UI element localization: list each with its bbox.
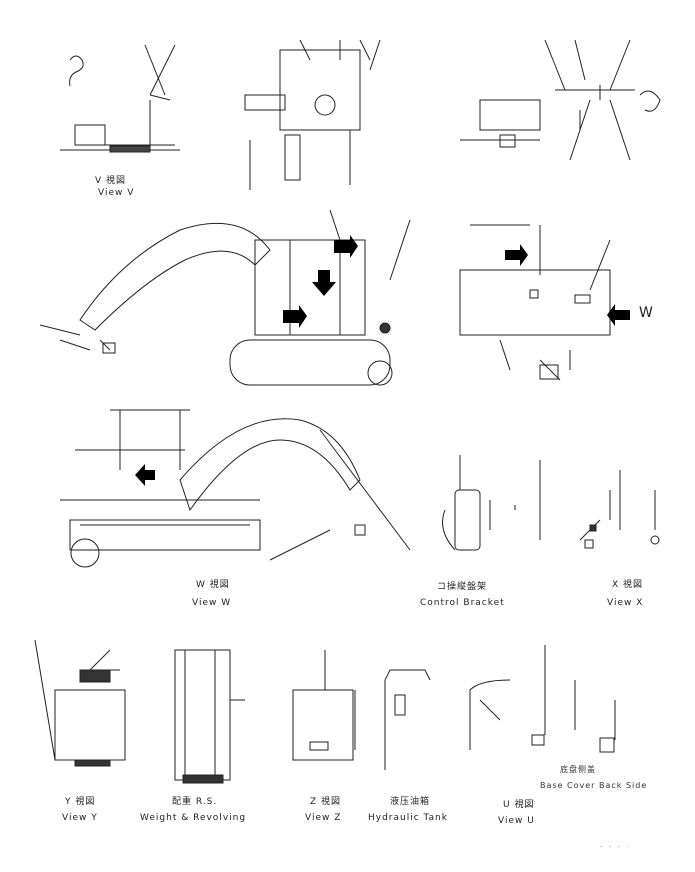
control-bracket-label-en: Control Bracket	[420, 598, 505, 608]
base-cover-label-en: Base Cover Back Side	[540, 781, 648, 790]
cab-top-drawing	[244, 39, 381, 190]
view-u-drawing	[469, 645, 616, 753]
view-y-label-en: View Y	[62, 813, 98, 823]
machine-top-right-drawing	[460, 39, 661, 161]
view-z-drawing	[292, 650, 356, 761]
view-y-drawing	[34, 639, 126, 767]
weight-revolving-drawing	[174, 649, 245, 784]
hyd-tank-label-en: Hydraulic Tank	[368, 813, 448, 823]
excavator-side-drawing	[39, 209, 411, 386]
view-v-label-en: View V	[98, 188, 135, 198]
view-u-label-jp: U 視図	[503, 800, 535, 810]
view-z-label-en: View Z	[305, 813, 342, 823]
hydraulic-tank-drawing	[384, 669, 431, 770]
view-w-label-en: View W	[192, 598, 232, 608]
view-v-drawing	[60, 44, 180, 153]
weight-label-en: Weight & Revolving	[140, 813, 247, 823]
view-v-label-jp: V 視図	[95, 176, 127, 186]
view-x-label-jp: X 視図	[612, 580, 644, 590]
view-w-label-jp: W 視図	[196, 580, 230, 590]
view-u-label-en: View U	[498, 816, 535, 826]
view-z-label-jp: Z 視図	[310, 797, 342, 807]
view-x-drawing	[579, 470, 660, 549]
footer-code: - - - ·	[600, 843, 631, 851]
view-y-label-jp: Y 視図	[65, 797, 96, 807]
base-cover-label-jp: 底盘侧盖	[560, 765, 596, 774]
marker-w: W	[639, 305, 654, 321]
view-x-label-en: View X	[607, 598, 644, 608]
view-w-excavator-drawing	[60, 409, 411, 568]
control-bracket-drawing	[442, 455, 541, 551]
control-bracket-label-jp: コ操縦盤架	[437, 582, 488, 592]
weight-label-jp: 配重 R.S.	[172, 797, 218, 807]
view-w-machine-drawing	[459, 224, 630, 381]
hyd-tank-label-jp: 液压油箱	[390, 797, 431, 807]
